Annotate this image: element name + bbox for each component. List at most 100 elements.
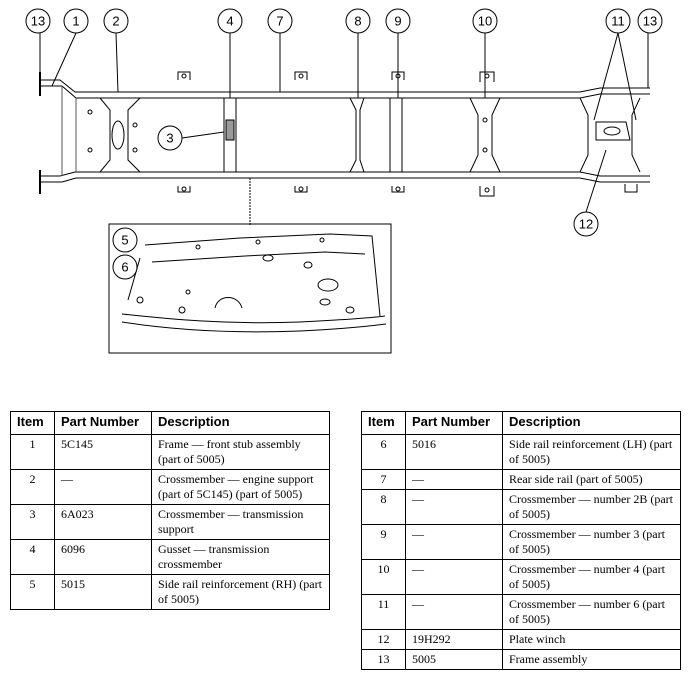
callout-10: 10 bbox=[478, 14, 492, 29]
callout-7: 7 bbox=[276, 14, 283, 29]
row-part-number: 5015 bbox=[54, 574, 152, 610]
callout-1-circle bbox=[63, 8, 89, 34]
table-row: 2—Crossmember — engine support (part of … bbox=[10, 469, 330, 505]
callout-8-circle bbox=[345, 8, 371, 34]
row-description: Crossmember — number 3 (part of 5005) bbox=[502, 524, 681, 560]
crossmember-4 bbox=[469, 97, 501, 173]
callout-5: 5 bbox=[121, 233, 128, 248]
callout-6-circle bbox=[112, 254, 138, 280]
callout-2-circle bbox=[103, 8, 129, 34]
row-item: 8 bbox=[361, 489, 406, 525]
table-row: 9—Crossmember — number 3 (part of 5005) bbox=[361, 524, 681, 560]
callout-13a-circle bbox=[25, 8, 51, 34]
row-part-number: 5016 bbox=[405, 434, 503, 470]
row-description: Side rail reinforcement (RH) (part of 50… bbox=[151, 574, 330, 610]
row-description: Crossmember — transmission support bbox=[151, 504, 330, 540]
row-description: Crossmember — engine support (part of 5C… bbox=[151, 469, 330, 505]
table-header-row: Item Part Number Description bbox=[361, 411, 681, 435]
row-part-number: — bbox=[405, 594, 503, 630]
row-item: 7 bbox=[361, 469, 406, 490]
row-description: Frame assembly bbox=[502, 649, 681, 670]
callout-11-circle bbox=[605, 8, 631, 34]
bottom-side-rail bbox=[39, 170, 650, 194]
row-part-number: — bbox=[54, 469, 152, 505]
row-item: 4 bbox=[10, 539, 55, 575]
table-row: 11—Crossmember — number 6 (part of 5005) bbox=[361, 594, 681, 630]
callout-2: 2 bbox=[112, 14, 119, 29]
row-description: Plate winch bbox=[502, 629, 681, 650]
callout-7-circle bbox=[267, 8, 293, 34]
row-part-number: 6096 bbox=[54, 539, 152, 575]
top-side-rail bbox=[39, 72, 650, 99]
row-description: Side rail reinforcement (LH) (part of 50… bbox=[502, 434, 681, 470]
callout-9: 9 bbox=[394, 14, 401, 29]
row-part-number: — bbox=[405, 469, 503, 490]
detail-inset bbox=[108, 223, 392, 354]
callout-10-circle bbox=[472, 8, 498, 34]
header-part-number: Part Number bbox=[405, 411, 503, 435]
header-part-number: Part Number bbox=[54, 411, 152, 435]
callout-11: 11 bbox=[611, 14, 625, 29]
callout-13b: 13 bbox=[643, 14, 657, 29]
callout-4-circle bbox=[217, 8, 243, 34]
callout-12-circle bbox=[573, 211, 599, 237]
callout-13a: 13 bbox=[31, 14, 45, 29]
row-part-number: 5C145 bbox=[54, 434, 152, 470]
callout-1: 1 bbox=[72, 14, 79, 29]
crossmember-3 bbox=[389, 98, 403, 172]
row-description: Crossmember — number 4 (part of 5005) bbox=[502, 559, 681, 595]
front-stub bbox=[61, 86, 141, 176]
row-item: 5 bbox=[10, 574, 55, 610]
header-item: Item bbox=[10, 411, 55, 435]
callout-8: 8 bbox=[354, 14, 361, 29]
row-part-number: 6A023 bbox=[54, 504, 152, 540]
callout-12: 12 bbox=[579, 217, 593, 232]
header-item: Item bbox=[361, 411, 406, 435]
table-row: 10—Crossmember — number 4 (part of 5005) bbox=[361, 559, 681, 595]
row-item: 6 bbox=[361, 434, 406, 470]
frame-diagram: 13 1 2 4 7 8 9 10 11 13 3 12 5 6 bbox=[25, 8, 663, 354]
row-part-number: 5005 bbox=[405, 649, 503, 670]
row-description: Crossmember — number 6 (part of 5005) bbox=[502, 594, 681, 630]
row-item: 10 bbox=[361, 559, 406, 595]
table-header-row: Item Part Number Description bbox=[10, 411, 330, 435]
row-item: 9 bbox=[361, 524, 406, 560]
callout-5-circle bbox=[112, 227, 138, 253]
row-item: 1 bbox=[10, 434, 55, 470]
callout-6: 6 bbox=[121, 260, 128, 275]
crossmember-2b bbox=[349, 97, 365, 173]
row-item: 2 bbox=[10, 469, 55, 505]
row-item: 12 bbox=[361, 629, 406, 650]
row-part-number: — bbox=[405, 489, 503, 525]
header-description: Description bbox=[151, 411, 330, 435]
row-part-number: — bbox=[405, 524, 503, 560]
row-part-number: — bbox=[405, 559, 503, 595]
row-part-number: 19H292 bbox=[405, 629, 503, 650]
row-item: 13 bbox=[361, 649, 406, 670]
row-description: Frame — front stub assembly (part of 500… bbox=[151, 434, 330, 470]
row-item: 3 bbox=[10, 504, 55, 540]
table-row: 7—Rear side rail (part of 5005) bbox=[361, 469, 681, 490]
leader-lines bbox=[39, 32, 649, 226]
row-description: Rear side rail (part of 5005) bbox=[502, 469, 681, 490]
callout-3: 3 bbox=[166, 131, 173, 146]
mounting-brackets bbox=[177, 71, 638, 197]
row-description: Gusset — transmission crossmember bbox=[151, 539, 330, 575]
callout-13b-circle bbox=[637, 8, 663, 34]
table-row: 8—Crossmember — number 2B (part of 5005) bbox=[361, 489, 681, 525]
callout-4: 4 bbox=[226, 14, 233, 29]
row-description: Crossmember — number 2B (part of 5005) bbox=[502, 489, 681, 525]
row-item: 11 bbox=[361, 594, 406, 630]
transmission-crossmember bbox=[223, 97, 237, 173]
callout-9-circle bbox=[385, 8, 411, 34]
header-description: Description bbox=[502, 411, 681, 435]
callout-3-circle bbox=[157, 125, 183, 151]
